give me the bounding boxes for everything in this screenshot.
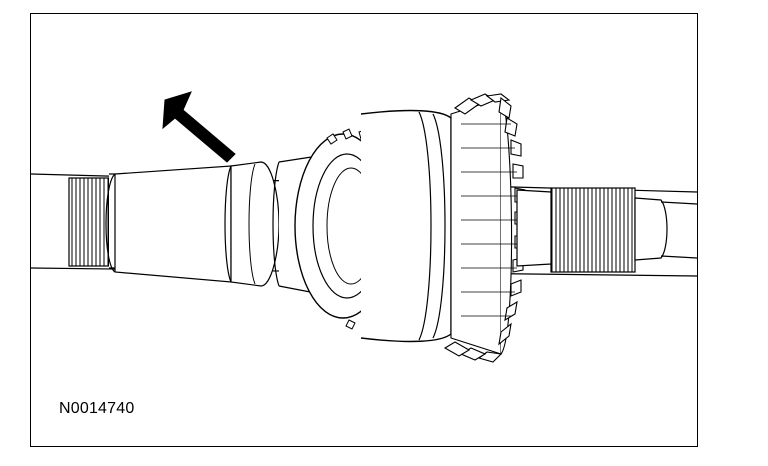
right-spline-section <box>550 187 636 273</box>
gear-tooth-lines <box>461 123 519 317</box>
illustration-frame: N0014740 <box>30 13 698 447</box>
figure-id-label: N0014740 <box>59 400 135 417</box>
gear-teeth <box>443 93 526 363</box>
gear-shaft-illustration <box>31 91 697 363</box>
pointer-arrow-icon <box>162 91 236 163</box>
shaft-shoulder-step <box>230 161 280 287</box>
left-journal <box>114 165 232 283</box>
synchronizer-hub <box>360 109 452 343</box>
left-spline-section <box>68 177 110 267</box>
right-shaft-end <box>634 197 668 261</box>
